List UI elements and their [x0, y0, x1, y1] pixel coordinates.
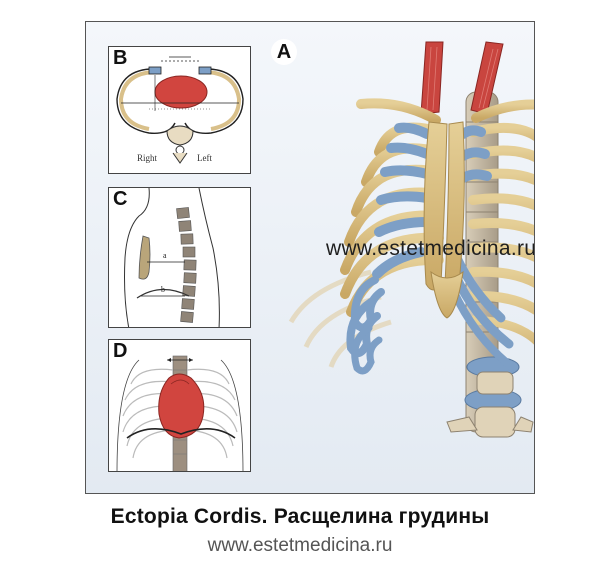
- panel-c-sagittal-section: C a b: [108, 187, 251, 328]
- panel-a-rib-cage: [288, 41, 534, 438]
- panel-c-letter: C: [113, 188, 128, 210]
- panel-d-frontal-view: D: [108, 339, 251, 472]
- label-left: Left: [197, 153, 212, 163]
- neck-muscles: [420, 41, 504, 115]
- label-right: Right: [137, 153, 158, 163]
- panel-b-axial-section: B Right Left: [108, 46, 251, 174]
- frontal-view-drawing: [116, 355, 244, 471]
- panel-b-letter: B: [113, 47, 128, 69]
- watermark-text: www.estetmedicina.ru: [326, 237, 535, 260]
- sagittal-section-drawing: a b: [124, 188, 220, 327]
- cleft-sternum: [423, 121, 465, 319]
- panel-d-letter: D: [113, 340, 128, 362]
- panel-a-letter: A: [271, 39, 297, 65]
- measure-label-b: b: [161, 285, 165, 294]
- caption-url: www.estetmedicina.ru: [207, 535, 393, 556]
- spine-column: [176, 207, 197, 323]
- caption-title: Ectopia Cordis. Расщелина грудины: [110, 505, 490, 528]
- axial-section-drawing: [116, 56, 244, 164]
- measure-label-a: a: [163, 251, 167, 260]
- figure-frame: B Right Left C: [85, 21, 535, 494]
